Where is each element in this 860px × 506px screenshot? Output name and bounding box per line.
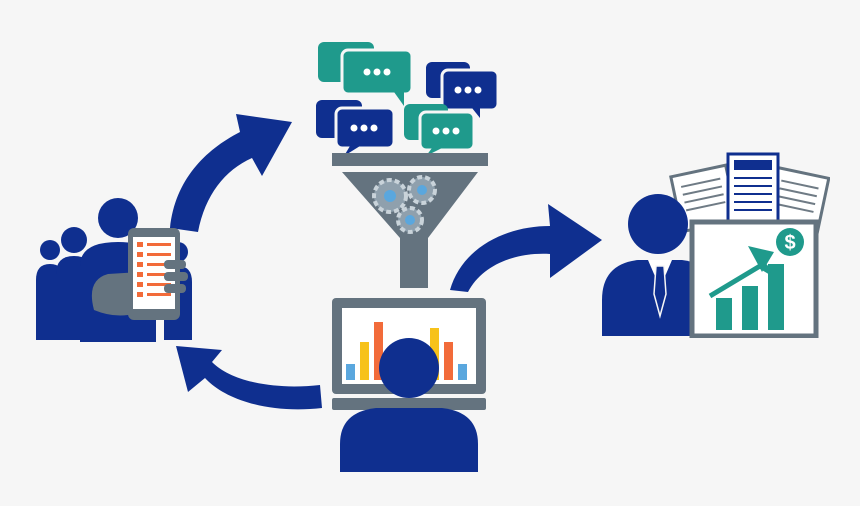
people-with-survey-phone-icon [36, 198, 192, 342]
chat-bubbles-icon [316, 42, 500, 156]
gear-icon [407, 175, 437, 205]
growth-chart-board: $ [689, 219, 819, 338]
funnel-with-gears-icon [332, 153, 488, 288]
chat-bubble-navy-right [426, 62, 500, 118]
person-at-monitor-with-bar-chart-icon [332, 298, 486, 472]
currency-symbol: $ [784, 232, 795, 254]
curved-arrow-icon-to-people [176, 346, 322, 410]
businessman-person [602, 194, 716, 336]
chat-bubble-teal-bottom [404, 104, 476, 156]
businessman-with-growth-chart-icon: $ [602, 152, 830, 338]
dollar-sign-icon: $ [776, 228, 804, 256]
gear-icon [372, 178, 408, 214]
curved-arrow-icon-to-business [450, 204, 602, 292]
chat-bubble-navy-left [316, 100, 396, 156]
gear-icon [396, 206, 424, 234]
curved-arrow-icon-to-feedback [170, 114, 292, 232]
newspapers [669, 152, 830, 235]
analyst-person [340, 338, 478, 472]
chat-bubble-teal-top [318, 42, 414, 106]
